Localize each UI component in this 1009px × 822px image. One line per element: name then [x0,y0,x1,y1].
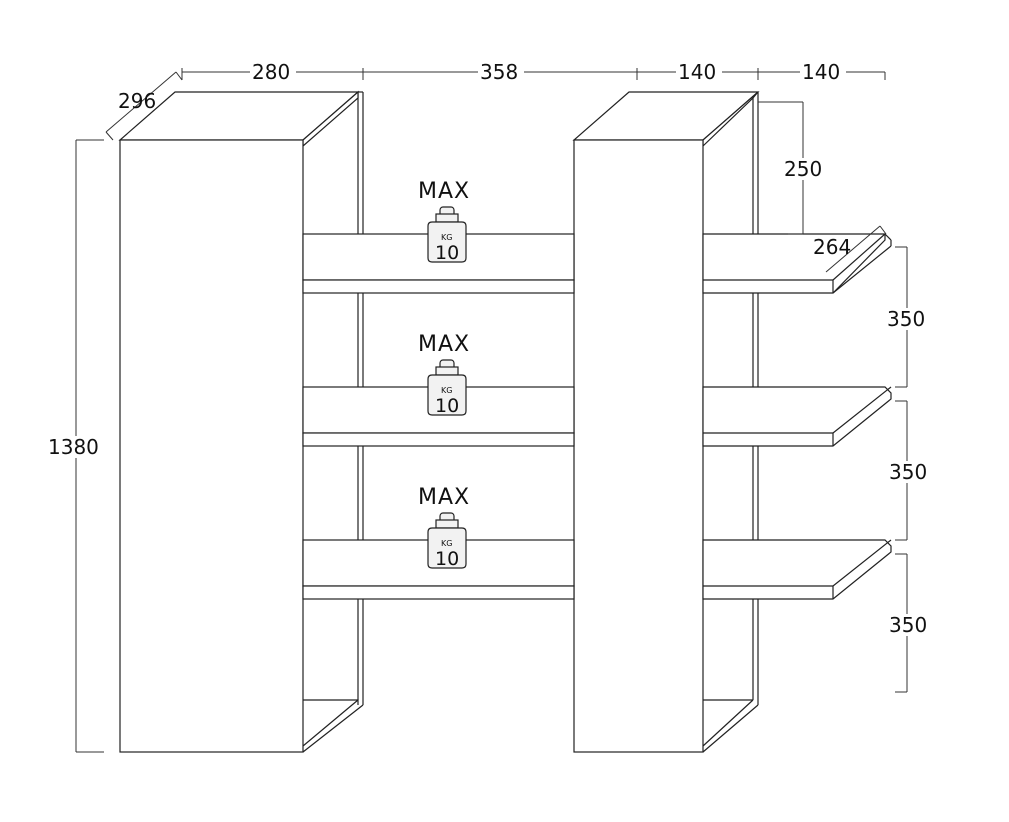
load-unit-text: KG [441,539,452,548]
load-max-text: MAX [418,485,470,510]
dim-width-left: 280 [252,60,290,84]
load-label-1: MAX KG 10 [418,179,470,264]
load-value-text: 10 [435,548,459,570]
load-unit-text: KG [441,386,452,395]
left-module-front [119,139,304,753]
dim-shelf-depth: 264 [813,235,851,259]
right-shelf-3 [702,539,892,600]
dim-height-total: 1380 [48,435,99,459]
load-max-text: MAX [418,332,470,357]
load-label-2: MAX KG 10 [418,332,470,417]
left-module [118,90,364,753]
right-shelves [702,233,892,600]
load-max-text: MAX [418,179,470,204]
kettlebell-weight-icon [427,206,467,263]
load-value-text: 10 [435,395,459,417]
right-module-front [573,139,704,753]
kettlebell-weight-icon [427,512,467,569]
right-shelf-2 [702,386,892,447]
load-value-text: 10 [435,242,459,264]
dim-shelf-spacing-1: 350 [887,307,925,331]
right-module [572,91,760,753]
dimension-labels: 280 358 140 140 296 1380 250 264 350 350… [46,60,933,637]
right-shelf-1 [702,233,886,294]
dim-shelf-spacing-3: 350 [889,613,927,637]
dim-shelf-spacing-2: 350 [889,460,927,484]
load-unit-text: KG [441,233,452,242]
load-label-3: MAX KG 10 [418,485,470,570]
dim-top-gap: 250 [784,157,822,181]
dim-width-right-module: 140 [678,60,716,84]
dim-depth: 296 [118,89,156,113]
dim-width-gap: 358 [480,60,518,84]
dim-width-right-overhang: 140 [802,60,840,84]
kettlebell-weight-icon [427,359,467,416]
